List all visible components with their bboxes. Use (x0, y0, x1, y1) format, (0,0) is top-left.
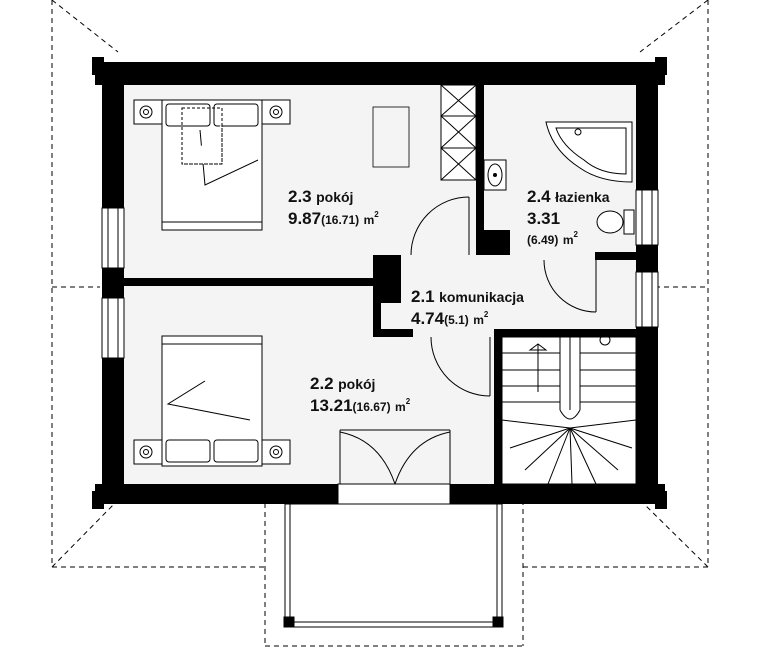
balcony-icon (283, 503, 504, 628)
window-icon (101, 207, 125, 269)
staircase-icon (501, 334, 637, 485)
sink-icon (483, 159, 507, 191)
window-icon (101, 297, 125, 359)
room-label-2-3: 2.3 pokój 9.87(16.71) m2 (288, 187, 379, 228)
bed-icon (133, 335, 291, 467)
interior-walls (124, 85, 636, 504)
room-label-2-1: 2.1 komunikacja 4.74(5.1) m2 (411, 287, 524, 328)
door-swing-icon (410, 196, 470, 256)
bed-icon (133, 99, 291, 231)
door-swing-icon (430, 336, 491, 397)
doors (339, 196, 597, 485)
balcony-door-swing-icon (339, 429, 451, 485)
balcony-door (337, 483, 451, 505)
room-label-2-4: 2.4 łazienka 3.31 (6.49) m2 (527, 187, 610, 247)
window-icon (635, 271, 659, 328)
rug-icon (372, 106, 410, 168)
door-swing-icon (543, 259, 597, 313)
room-label-2-2: 2.2 pokój 13.21(16.67) m2 (310, 374, 411, 415)
bathtub-icon (545, 121, 633, 183)
dashed-outline (51, 0, 709, 647)
wardrobe-icon (440, 84, 477, 181)
toilet-icon (596, 209, 635, 235)
window-icon (635, 189, 659, 246)
windows (101, 189, 659, 505)
